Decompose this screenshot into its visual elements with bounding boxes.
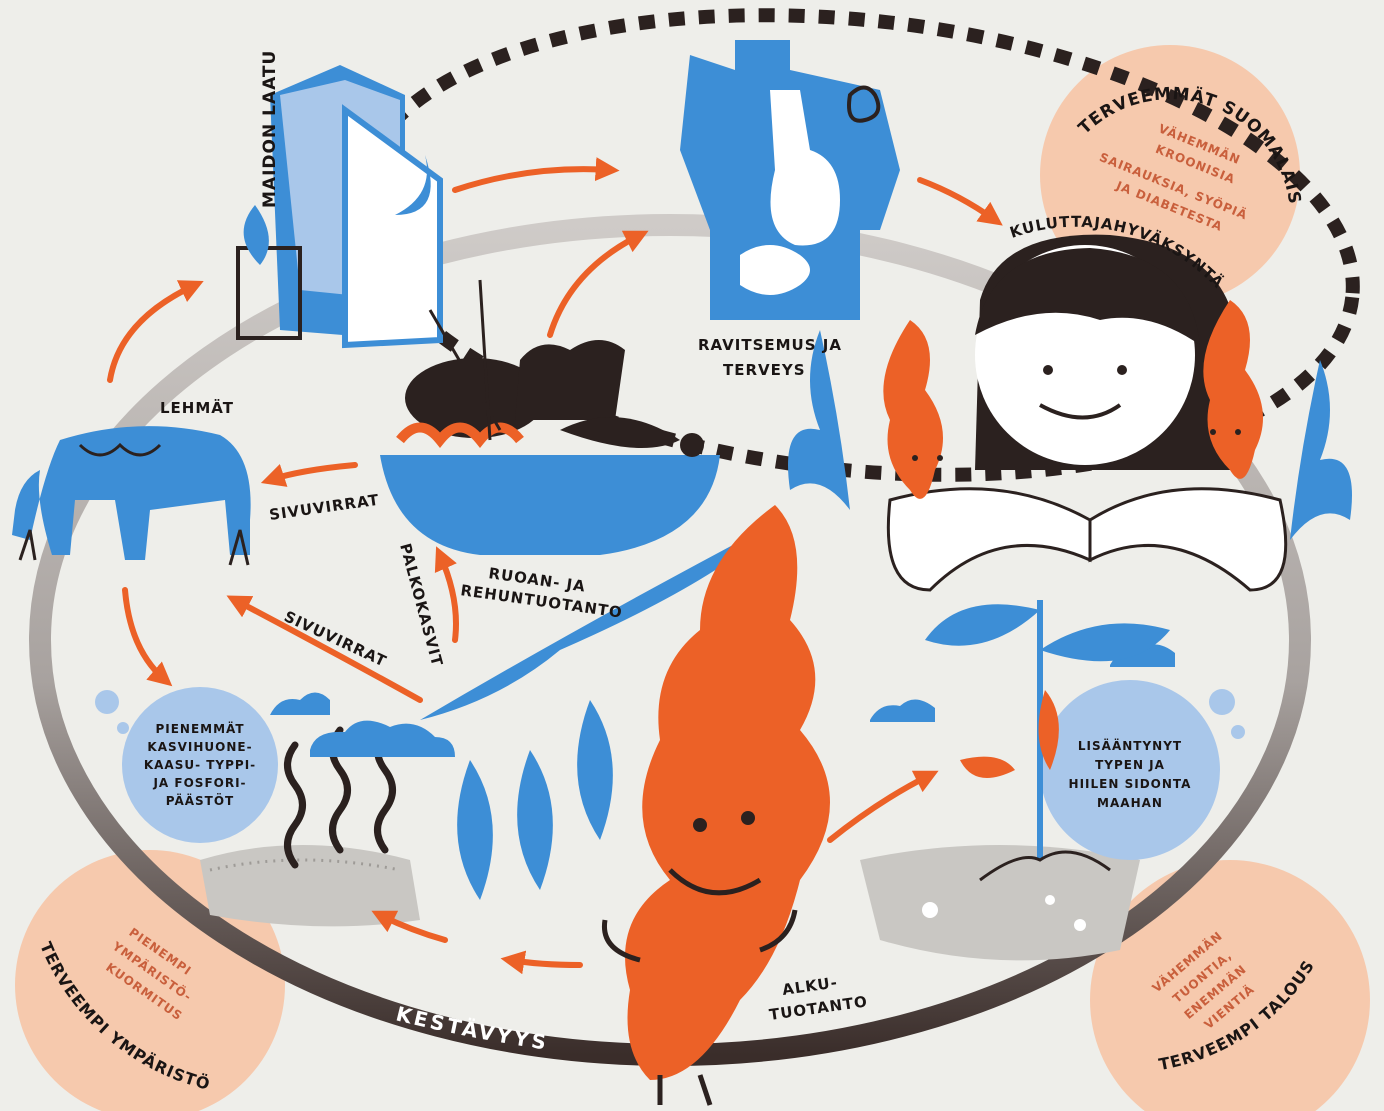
svg-text:HIILEN SIDONTA: HIILEN SIDONTA — [1069, 777, 1192, 791]
soil-left — [200, 845, 420, 926]
milk-quality-label: MAIDON LAATU — [260, 50, 280, 208]
primary-production-label-line1: ALKU- — [781, 973, 839, 999]
side-streams-label-upper: SIVUVIRRAT — [268, 491, 381, 524]
svg-text:KASVIHUONE-: KASVIHUONE- — [147, 740, 252, 754]
legumes-label: PALKOKASVIT — [396, 541, 446, 668]
svg-text:JA FOSFORI-: JA FOSFORI- — [152, 776, 246, 790]
nutrition-label-line2: TERVEYS — [723, 361, 806, 379]
side-streams-label-lower: SIVUVIRRAT — [281, 607, 389, 670]
svg-text:PIENEMMÄT: PIENEMMÄT — [155, 721, 244, 736]
svg-text:TYPEN JA: TYPEN JA — [1095, 758, 1165, 772]
svg-text:KAASU- TYPPI-: KAASU- TYPPI- — [144, 758, 256, 772]
svg-text:PÄÄSTÖT: PÄÄSTÖT — [166, 793, 234, 808]
legume-character-small-left-icon — [883, 320, 943, 499]
nutrition-label-line1: RAVITSEMUS JA — [698, 336, 842, 354]
flow-arrows — [110, 169, 995, 965]
stomach-figure-icon — [680, 40, 900, 320]
cows-label: LEHMÄT — [160, 398, 234, 417]
svg-text:LISÄÄNTYNYT: LISÄÄNTYNYT — [1078, 738, 1182, 753]
sustainability-label: KESTÄVYYS — [394, 1002, 551, 1055]
svg-text:MAAHAN: MAAHAN — [1097, 796, 1163, 810]
